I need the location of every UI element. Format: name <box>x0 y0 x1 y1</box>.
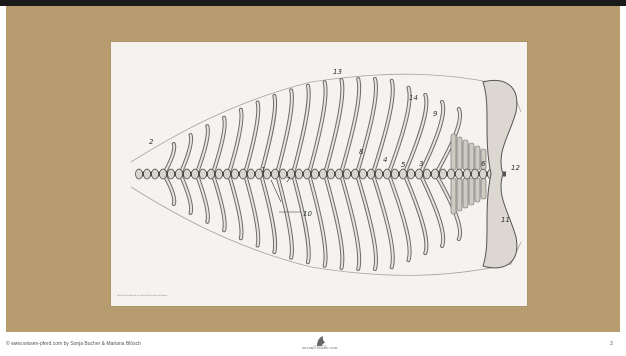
footer-copyright: © www.wissen-pferd.com by Sonja Bucher &… <box>6 341 141 347</box>
vertebra <box>352 169 359 179</box>
vertebra <box>200 169 207 179</box>
vertebra <box>176 169 183 179</box>
rib <box>342 178 359 269</box>
vertebra <box>248 169 255 179</box>
vertebra <box>168 169 175 179</box>
vertebra <box>328 169 335 179</box>
page-number: 3 <box>610 341 613 347</box>
skeleton-label-13: 13 <box>333 68 342 76</box>
vertebra <box>232 169 239 179</box>
skeleton-label-8: 8 <box>359 148 364 156</box>
vertebra <box>480 169 487 179</box>
skeleton-label-9: 9 <box>433 110 438 118</box>
vertebra <box>152 169 159 179</box>
vertebra <box>240 169 247 179</box>
lumbar-process <box>463 140 468 170</box>
vertebra <box>296 169 303 179</box>
lumbar-process <box>451 134 456 170</box>
skeleton-label-2: 2 <box>149 138 154 146</box>
lumbar-process <box>475 178 480 202</box>
vertebra <box>144 169 151 179</box>
lumbar-process <box>457 137 462 170</box>
vertebra <box>392 169 399 179</box>
vertebra <box>160 169 167 179</box>
vertebra <box>136 169 143 179</box>
vertebra <box>184 169 191 179</box>
skeleton-label-5: 5 <box>401 161 406 169</box>
vertebra <box>400 169 407 179</box>
lumbar-process <box>469 178 474 205</box>
lumbar-process <box>469 143 474 170</box>
vertebra <box>432 169 439 179</box>
rib <box>294 178 309 262</box>
vertebra <box>416 169 423 179</box>
skeleton-label-14: 14 <box>409 94 418 102</box>
vertebra <box>456 169 463 179</box>
vertebra <box>464 169 471 179</box>
rib <box>326 80 342 170</box>
vertebra <box>472 169 479 179</box>
skeleton-sketch: 13 14 2 9 8 4 5 3 6 12 7 1 10 11 <box>111 42 527 306</box>
vertebra <box>312 169 319 179</box>
skeleton-label-4: 4 <box>383 156 387 164</box>
skeleton-label-6: 6 <box>481 160 486 168</box>
tan-background-panel: 13 14 2 9 8 4 5 3 6 12 7 1 10 11 Skelett Pferd (Ansic… <box>6 6 620 332</box>
vertebra <box>384 169 391 179</box>
vertebra <box>208 169 215 179</box>
vertebra <box>368 169 375 179</box>
vertebra <box>224 169 231 179</box>
rib <box>310 82 326 170</box>
lumbar-process <box>481 178 486 199</box>
lumbar-process <box>451 178 456 214</box>
vertebra <box>408 169 415 179</box>
rib <box>326 178 342 268</box>
vertebra <box>344 169 351 179</box>
vertebra <box>336 169 343 179</box>
skeleton-label-1: 1 <box>261 166 265 174</box>
wissen-pferd-logo: WISSEN PFERD.COM <box>295 334 345 352</box>
skeleton-label-10: 10 <box>303 210 312 218</box>
vertebra <box>192 169 199 179</box>
skeleton-label-7: 7 <box>286 176 291 184</box>
logo-text: WISSEN PFERD.COM <box>295 346 345 350</box>
vertebra <box>216 169 223 179</box>
rib <box>310 178 326 266</box>
vertebra <box>320 169 327 179</box>
skeleton-label-3: 3 <box>419 160 423 168</box>
image-caption: Skelett Pferd (Ansicht von oben) Wirbels… <box>117 295 167 297</box>
vertebra <box>360 169 367 179</box>
skeleton-label-11: 11 <box>501 216 510 224</box>
skeleton-label-12: 12 <box>511 164 520 172</box>
vertebra <box>448 169 455 179</box>
rib <box>294 86 309 170</box>
lumbar-process <box>463 178 468 208</box>
lumbar-process <box>475 146 480 170</box>
vertebra <box>272 169 279 179</box>
vertebra <box>440 169 447 179</box>
skeleton-drawing: 13 14 2 9 8 4 5 3 6 12 7 1 10 11 Skelett Pferd (Ansic… <box>111 42 527 306</box>
vertebra <box>304 169 311 179</box>
vertebra <box>424 169 431 179</box>
lumbar-process <box>457 178 462 211</box>
rib <box>342 79 359 170</box>
vertebra <box>376 169 383 179</box>
